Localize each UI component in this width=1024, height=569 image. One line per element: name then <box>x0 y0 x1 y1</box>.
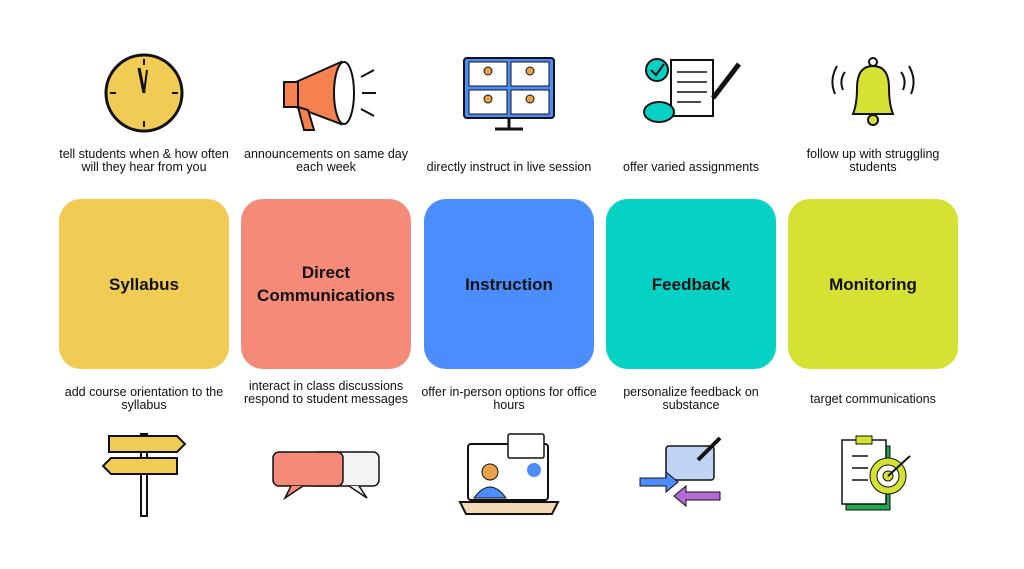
target-checklist-icon <box>841 435 911 511</box>
syllabus-bottom-text: add course orientation to the syllabus <box>64 385 224 412</box>
signpost-icon <box>101 433 187 517</box>
monitoring-box: Monitoring <box>788 199 958 369</box>
column-feedback: offer varied assignments Feedback person… <box>600 0 782 569</box>
laptop-video-call-icon <box>458 433 560 515</box>
clock-icon <box>104 53 184 133</box>
ringing-bell-icon <box>831 57 915 126</box>
direct-communications-bottom-text: interact in class discussions respond to… <box>244 379 408 406</box>
feedback-bottom-text: personalize feedback on substance <box>623 385 759 412</box>
column-monitoring: follow up with struggling students Monit… <box>782 0 964 569</box>
instruction-bottom-text: offer in-person options for office hours <box>421 385 597 412</box>
monitoring-top-text: follow up with struggling students <box>806 147 940 174</box>
megaphone-icon <box>283 60 376 131</box>
syllabus-box: Syllabus <box>59 199 229 369</box>
instruction-box: Instruction <box>424 199 594 369</box>
video-conference-monitor-icon <box>463 57 555 131</box>
feedback-top-text: offer varied assignments <box>623 160 759 174</box>
feedback-box: Feedback <box>606 199 776 369</box>
column-syllabus: tell students when & how often will they… <box>53 0 235 569</box>
assignment-papers-icon <box>643 58 741 123</box>
instruction-top-text: directly instruct in live session <box>426 160 592 174</box>
feedback-exchange-icon <box>639 436 722 508</box>
direct-communications-box: Direct Communications <box>241 199 411 369</box>
chat-bubbles-icon <box>272 451 380 501</box>
monitoring-bottom-text: target communications <box>810 392 936 406</box>
column-instruction: directly instruct in live session Instru… <box>418 0 600 569</box>
syllabus-top-text: tell students when & how often will they… <box>59 147 229 174</box>
column-direct-communications: announcements on same day each week Dire… <box>235 0 417 569</box>
direct-communications-top-text: announcements on same day each week <box>244 147 408 174</box>
